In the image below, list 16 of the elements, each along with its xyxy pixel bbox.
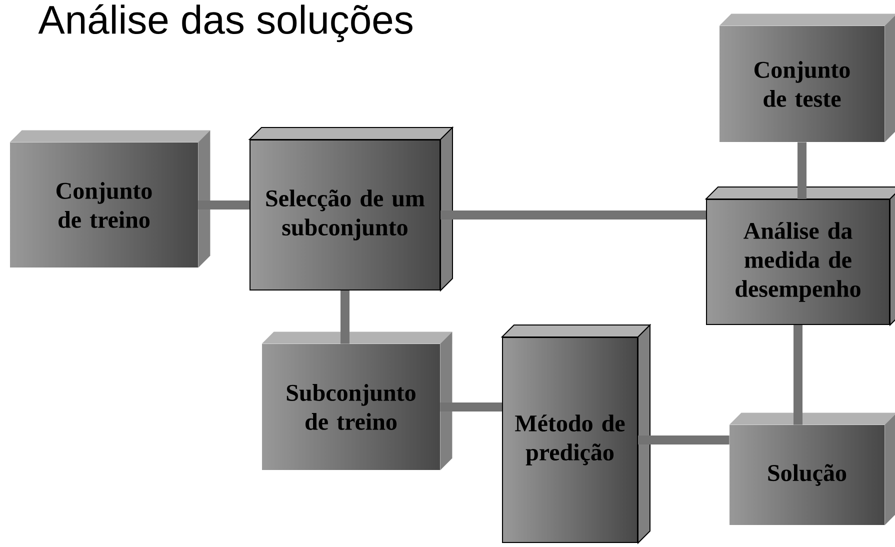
- connector-bar: [440, 402, 502, 412]
- title: Análise das soluções: [38, 4, 412, 42]
- node-label: Conjunto de treino: [56, 182, 152, 228]
- process-box: Conjunto de treino: [10, 130, 210, 268]
- connector-bar: [638, 436, 730, 444]
- connector-bar: [198, 200, 250, 210]
- connector-bar: [340, 290, 350, 344]
- node-label: Subconjunto de treino: [286, 384, 416, 430]
- connector-bar: [440, 210, 706, 220]
- node-label: Solução: [768, 464, 846, 486]
- process-box: Subconjunto de treino: [262, 332, 452, 470]
- connector-bar: [794, 325, 802, 425]
- process-box: Solução: [729, 412, 895, 526]
- node-label: Conjunto de teste: [754, 61, 850, 107]
- connector-bar: [798, 142, 806, 199]
- process-box: Conjunto de teste: [719, 14, 895, 142]
